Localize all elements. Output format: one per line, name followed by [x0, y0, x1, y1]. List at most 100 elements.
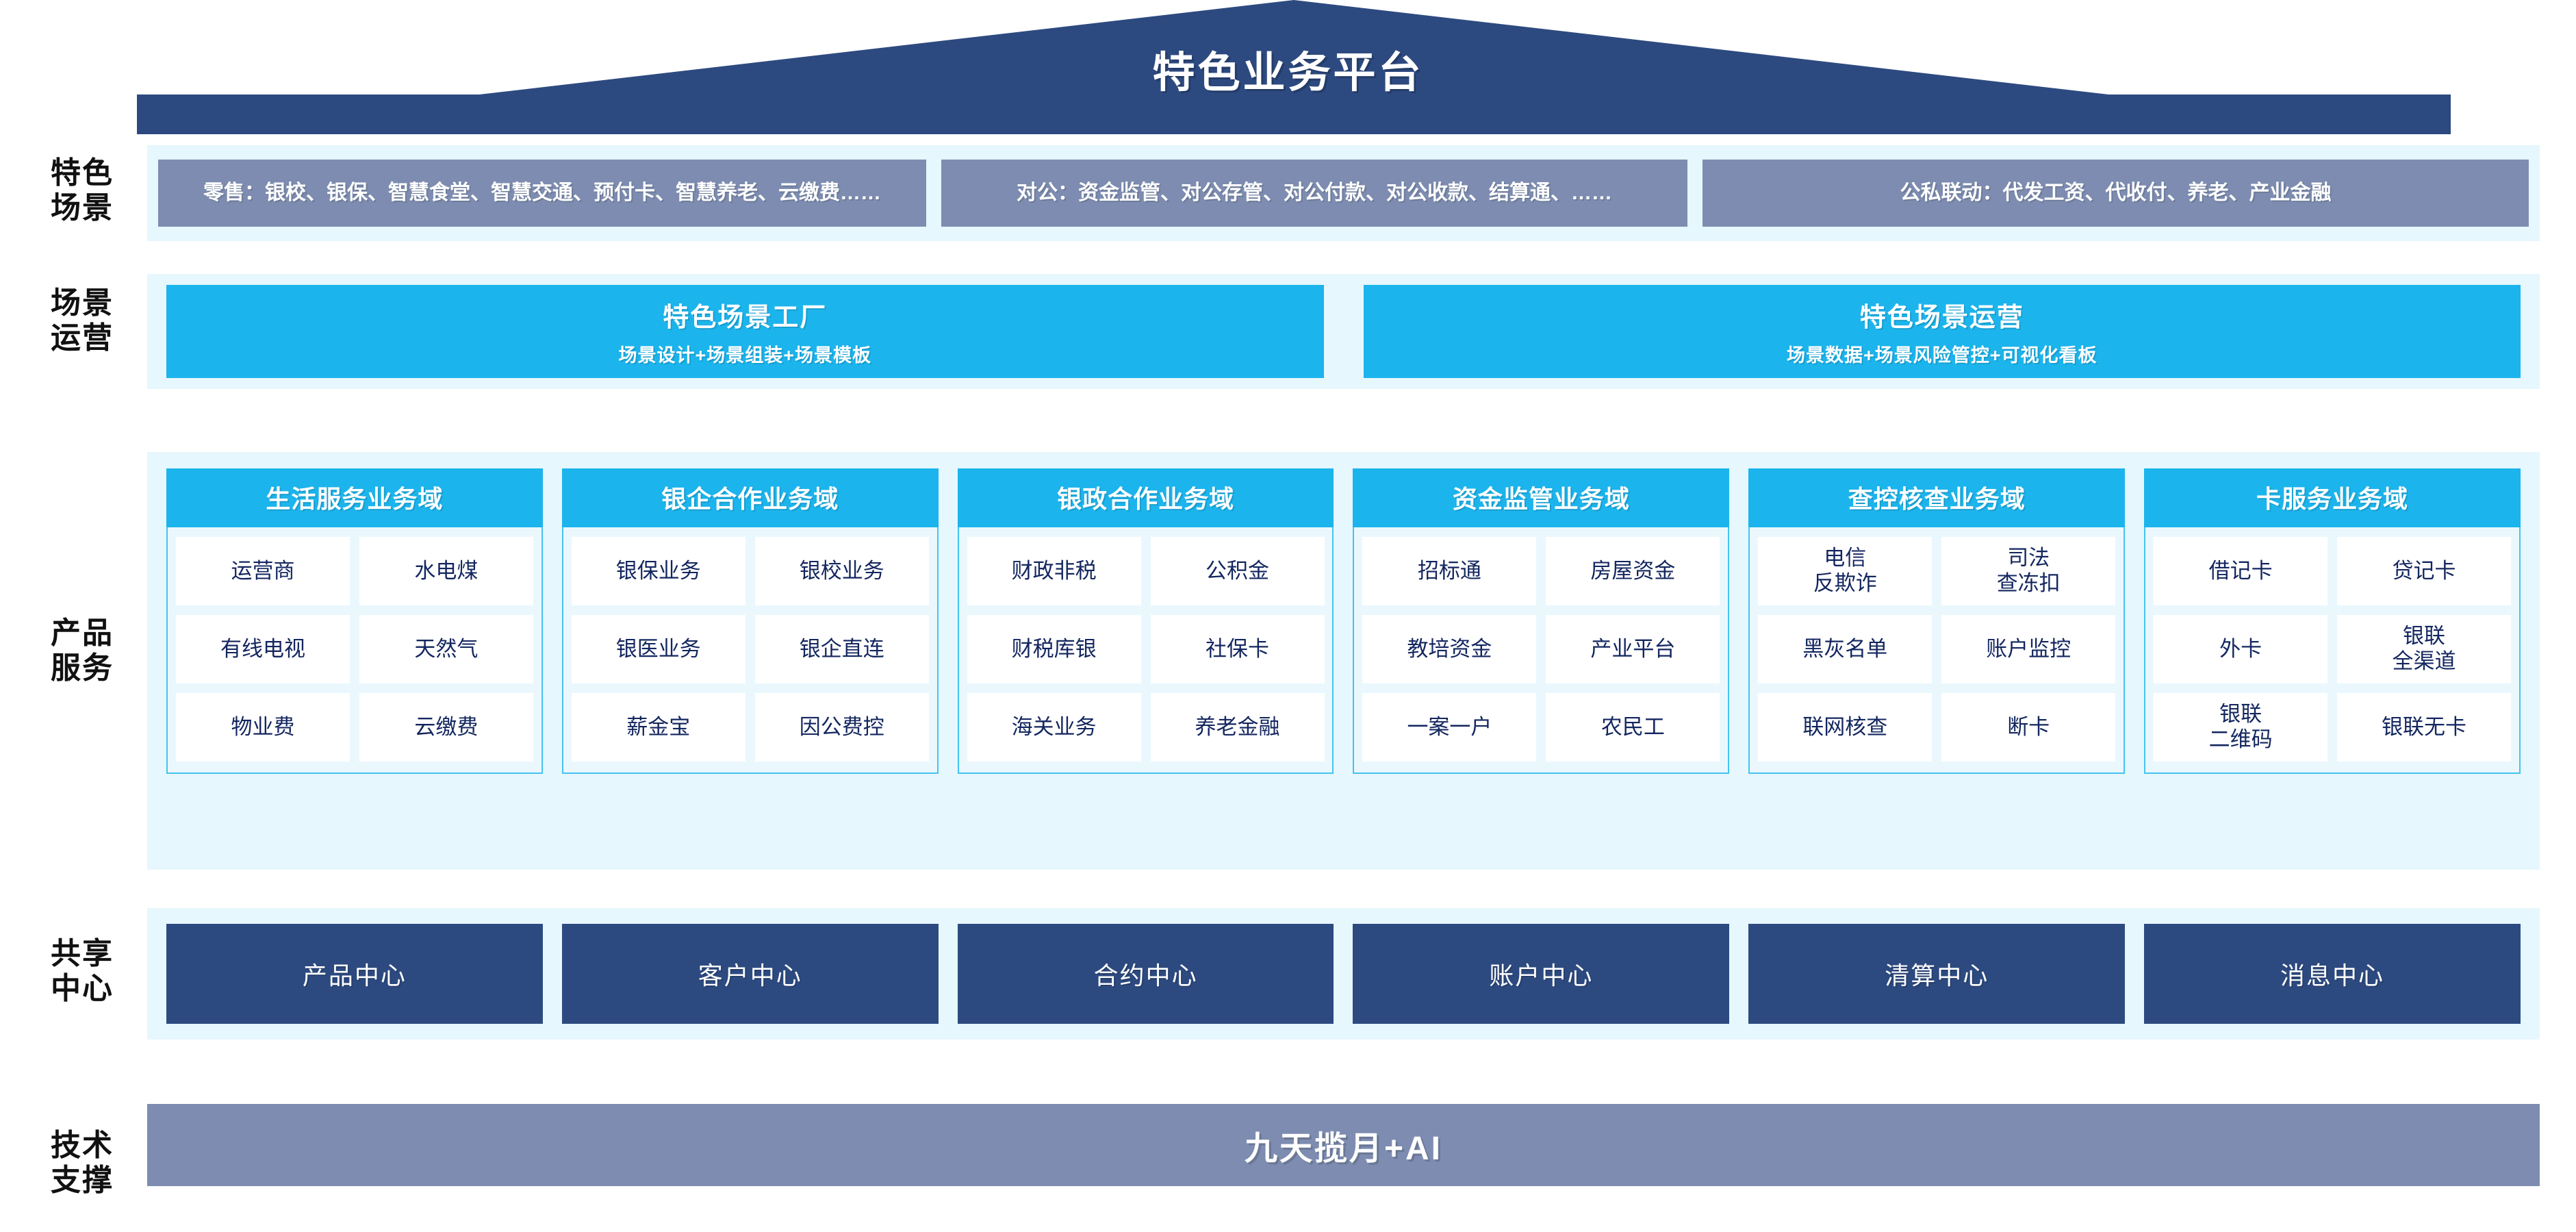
domain-cell-row: 海关业务养老金融 — [967, 693, 1325, 762]
domain-cell[interactable]: 电信 反欺诈 — [1758, 537, 1933, 605]
domain-cell-row: 银联 二维码银联无卡 — [2154, 693, 2511, 762]
domain-cell[interactable]: 天然气 — [359, 615, 533, 683]
operations-title-scene-operation: 特色场景运营 — [1859, 303, 2024, 332]
domain-cell[interactable]: 银校业务 — [754, 537, 929, 605]
domain-cell[interactable]: 银联无卡 — [2337, 693, 2511, 762]
domain-cell[interactable]: 产业平台 — [1546, 615, 1720, 683]
domain-cell[interactable]: 物业费 — [176, 693, 350, 762]
domain-cell[interactable]: 银保业务 — [571, 537, 745, 605]
product-band: 生活服务业务域运营商水电煤有线电视天然气物业费云缴费银企合作业务域银保业务银校业… — [147, 452, 2540, 870]
domain-column: 银政合作业务域财政非税公积金财税库银社保卡海关业务养老金融 — [957, 468, 1334, 774]
domain-cell[interactable]: 银联 全渠道 — [2337, 615, 2511, 683]
domain-cell-row: 银保业务银校业务 — [571, 537, 929, 605]
domain-cell[interactable]: 公积金 — [1150, 537, 1325, 605]
domain-cell[interactable]: 外卡 — [2154, 615, 2328, 683]
domain-cell-row: 电信 反欺诈司法 查冻扣 — [1758, 537, 2116, 605]
domain-header[interactable]: 银政合作业务域 — [957, 468, 1334, 527]
domain-cell[interactable]: 海关业务 — [967, 693, 1141, 762]
platform-roof: 特色业务平台 — [0, 0, 2576, 134]
row-label-shared-line2: 中心 — [51, 971, 114, 1005]
tech-support-band: 九天揽月+AI — [147, 1104, 2540, 1186]
domain-cell[interactable]: 运营商 — [176, 537, 350, 605]
domain-cell[interactable]: 教培资金 — [1362, 615, 1537, 683]
domain-cell-row: 薪金宝因公费控 — [571, 693, 929, 762]
domain-column: 查控核查业务域电信 反欺诈司法 查冻扣黑灰名单账户监控联网核查断卡 — [1748, 468, 2126, 774]
operations-band: 特色场景工厂 场景设计+场景组装+场景模板 特色场景运营 场景数据+场景风险管控… — [147, 274, 2540, 389]
domain-body: 运营商水电煤有线电视天然气物业费云缴费 — [166, 527, 543, 774]
row-label-tech-line1: 技术 — [51, 1129, 114, 1162]
shared-center-band: 产品中心客户中心合约中心账户中心清算中心消息中心 — [147, 908, 2540, 1040]
page-title: 特色业务平台 — [1152, 49, 1424, 97]
domain-cell[interactable]: 贷记卡 — [2337, 537, 2511, 605]
shared-center-box[interactable]: 消息中心 — [2144, 924, 2521, 1024]
domain-cell[interactable]: 银医业务 — [571, 615, 745, 683]
domain-column: 生活服务业务域运营商水电煤有线电视天然气物业费云缴费 — [166, 468, 543, 774]
domain-cell[interactable]: 有线电视 — [176, 615, 350, 683]
shared-center-box[interactable]: 客户中心 — [561, 924, 939, 1024]
domain-cell[interactable]: 房屋资金 — [1546, 537, 1720, 605]
domain-body: 银保业务银校业务银医业务银企直连薪金宝因公费控 — [561, 527, 939, 774]
roof-shape — [137, 0, 2451, 134]
domain-column: 资金监管业务域招标通房屋资金教培资金产业平台一案一户农民工 — [1353, 468, 1730, 774]
domain-cell-row: 借记卡贷记卡 — [2154, 537, 2511, 605]
operations-subtitle-scene-operation: 场景数据+场景风险管控+可视化看板 — [1786, 345, 2097, 366]
shared-center-box[interactable]: 产品中心 — [166, 924, 543, 1024]
row-label-operations-line2: 运营 — [51, 320, 114, 355]
domain-cell[interactable]: 财政非税 — [967, 537, 1141, 605]
scenario-box-corporate[interactable]: 对公：资金监管、对公存管、对公付款、对公收款、结算通、…… — [941, 160, 1687, 227]
domain-header[interactable]: 查控核查业务域 — [1748, 468, 2126, 527]
tech-support-text: 九天揽月+AI — [1244, 1131, 1443, 1167]
domain-cell-row: 物业费云缴费 — [176, 693, 533, 762]
domain-cell-row: 一案一户农民工 — [1362, 693, 1720, 762]
shared-center-box[interactable]: 合约中心 — [957, 924, 1334, 1024]
domain-cell[interactable]: 农民工 — [1546, 693, 1720, 762]
shared-center-box[interactable]: 清算中心 — [1748, 924, 2126, 1024]
domain-cell-row: 外卡银联 全渠道 — [2154, 615, 2511, 683]
row-label-product-line1: 产品 — [51, 616, 114, 650]
scenario-band: 零售：银校、银保、智慧食堂、智慧交通、预付卡、智慧养老、云缴费…… 对公：资金监… — [147, 145, 2540, 241]
domain-header[interactable]: 银企合作业务域 — [561, 468, 939, 527]
operations-box-scene-operation[interactable]: 特色场景运营 场景数据+场景风险管控+可视化看板 — [1363, 285, 2521, 378]
domain-cell[interactable]: 黑灰名单 — [1758, 615, 1933, 683]
domain-cell[interactable]: 养老金融 — [1150, 693, 1325, 762]
domain-body: 招标通房屋资金教培资金产业平台一案一户农民工 — [1353, 527, 1730, 774]
shared-center-container: 产品中心客户中心合约中心账户中心清算中心消息中心 — [147, 908, 2540, 1040]
domain-cell-row: 教培资金产业平台 — [1362, 615, 1720, 683]
row-label-product-line2: 服务 — [51, 651, 114, 685]
domain-cell[interactable]: 借记卡 — [2154, 537, 2328, 605]
row-label-scenario: 特色 场景 — [21, 156, 144, 225]
domain-column: 卡服务业务域借记卡贷记卡外卡银联 全渠道银联 二维码银联无卡 — [2144, 468, 2521, 774]
domain-header[interactable]: 资金监管业务域 — [1353, 468, 1730, 527]
domain-header[interactable]: 卡服务业务域 — [2144, 468, 2521, 527]
domain-cell[interactable]: 账户监控 — [1941, 615, 2116, 683]
operations-box-scene-factory[interactable]: 特色场景工厂 场景设计+场景组装+场景模板 — [166, 285, 1324, 378]
domain-column: 银企合作业务域银保业务银校业务银医业务银企直连薪金宝因公费控 — [561, 468, 939, 774]
scenario-box-retail[interactable]: 零售：银校、银保、智慧食堂、智慧交通、预付卡、智慧养老、云缴费…… — [158, 160, 926, 227]
domain-cell[interactable]: 薪金宝 — [571, 693, 745, 762]
domain-cell-row: 招标通房屋资金 — [1362, 537, 1720, 605]
row-label-tech-line2: 支撑 — [51, 1163, 114, 1197]
domain-cell[interactable]: 水电煤 — [359, 537, 533, 605]
scenario-box-public-private[interactable]: 公私联动：代发工资、代收付、养老、产业金融 — [1703, 160, 2529, 227]
domain-cell[interactable]: 招标通 — [1362, 537, 1537, 605]
domain-body: 电信 反欺诈司法 查冻扣黑灰名单账户监控联网核查断卡 — [1748, 527, 2126, 774]
shared-center-box[interactable]: 账户中心 — [1353, 924, 1730, 1024]
domain-cell[interactable]: 一案一户 — [1362, 693, 1537, 762]
domain-cell[interactable]: 云缴费 — [359, 693, 533, 762]
domain-body: 借记卡贷记卡外卡银联 全渠道银联 二维码银联无卡 — [2144, 527, 2521, 774]
domain-cell[interactable]: 联网核查 — [1758, 693, 1933, 762]
domain-cell[interactable]: 财税库银 — [967, 615, 1141, 683]
domain-container: 生活服务业务域运营商水电煤有线电视天然气物业费云缴费银企合作业务域银保业务银校业… — [147, 452, 2540, 870]
domain-cell[interactable]: 司法 查冻扣 — [1941, 537, 2116, 605]
domain-cell[interactable]: 断卡 — [1941, 693, 2116, 762]
domain-cell[interactable]: 因公费控 — [754, 693, 929, 762]
domain-header[interactable]: 生活服务业务域 — [166, 468, 543, 527]
domain-cell[interactable]: 社保卡 — [1150, 615, 1325, 683]
domain-cell-row: 黑灰名单账户监控 — [1758, 615, 2116, 683]
domain-cell-row: 运营商水电煤 — [176, 537, 533, 605]
domain-cell[interactable]: 银企直连 — [754, 615, 929, 683]
row-label-shared-line1: 共享 — [51, 937, 114, 970]
domain-cell-row: 联网核查断卡 — [1758, 693, 2116, 762]
domain-cell[interactable]: 银联 二维码 — [2154, 693, 2328, 762]
